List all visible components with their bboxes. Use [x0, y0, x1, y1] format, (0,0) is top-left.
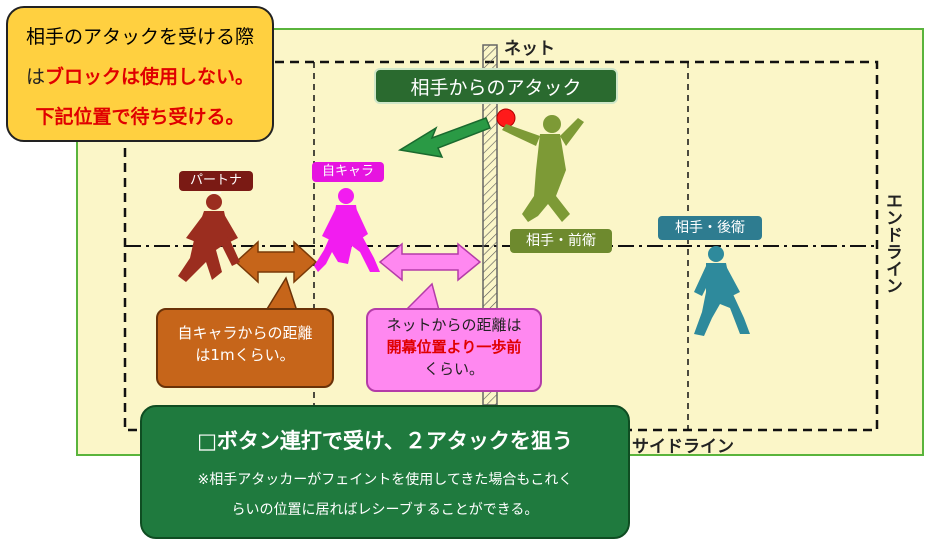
instruction-line1: 相手のアタックを受ける際 [25, 26, 254, 48]
callout-distance-self: 自キャラからの距離 は1mくらい。 [156, 308, 334, 388]
opp-front-figure [502, 115, 584, 222]
callout-net-line2: 開幕位置より一歩前 [386, 338, 522, 356]
callout-distance-net: ネットからの距離は 開幕位置より一歩前 くらい。 [366, 308, 542, 392]
self-label: 自キャラ [312, 162, 384, 182]
instruction-line3: 下記位置で待ち受ける。 [35, 106, 245, 128]
tip-box: □ボタン連打で受け、２アタックを狙う ※相手アタッカーがフェイントを使用してきた… [140, 405, 630, 539]
partner-figure [178, 194, 240, 282]
attack-label: 相手からのアタック [374, 68, 618, 104]
callout-self-line2: は1mくらい。 [195, 346, 295, 364]
callout-net-line1: ネットからの距離は [386, 316, 522, 334]
opp-front-label: 相手・前衛 [510, 229, 612, 253]
instruction-box: 相手のアタックを受ける際 はブロックは使用しない。 下記位置で待ち受ける。 [6, 6, 274, 142]
self-figure [314, 188, 380, 272]
opp-back-figure [694, 246, 750, 336]
net-label: ネット [504, 39, 555, 59]
callout-self-line1: 自キャラからの距離 [177, 324, 313, 342]
side-line-label: サイドライン [632, 437, 734, 457]
partner-label: パートナー [179, 171, 253, 202]
callout-net-line3: くらい。 [423, 360, 484, 378]
distance-arrow-net [378, 242, 482, 282]
attack-arrow [397, 117, 491, 158]
tip-note-line1: ※相手アタッカーがフェイントを使用してきた場合もこれく [197, 472, 573, 488]
distance-arrow-self [234, 240, 318, 284]
opp-back-label: 相手・後衛 [658, 216, 762, 240]
end-line-label: エンドライン [882, 192, 902, 294]
tip-title: □ボタン連打で受け、２アタックを狙う [197, 429, 573, 453]
tip-note-line2: らいの位置に居ればレシーブすることができる。 [231, 502, 539, 518]
instruction-line2: はブロックは使用しない。 [25, 66, 255, 88]
